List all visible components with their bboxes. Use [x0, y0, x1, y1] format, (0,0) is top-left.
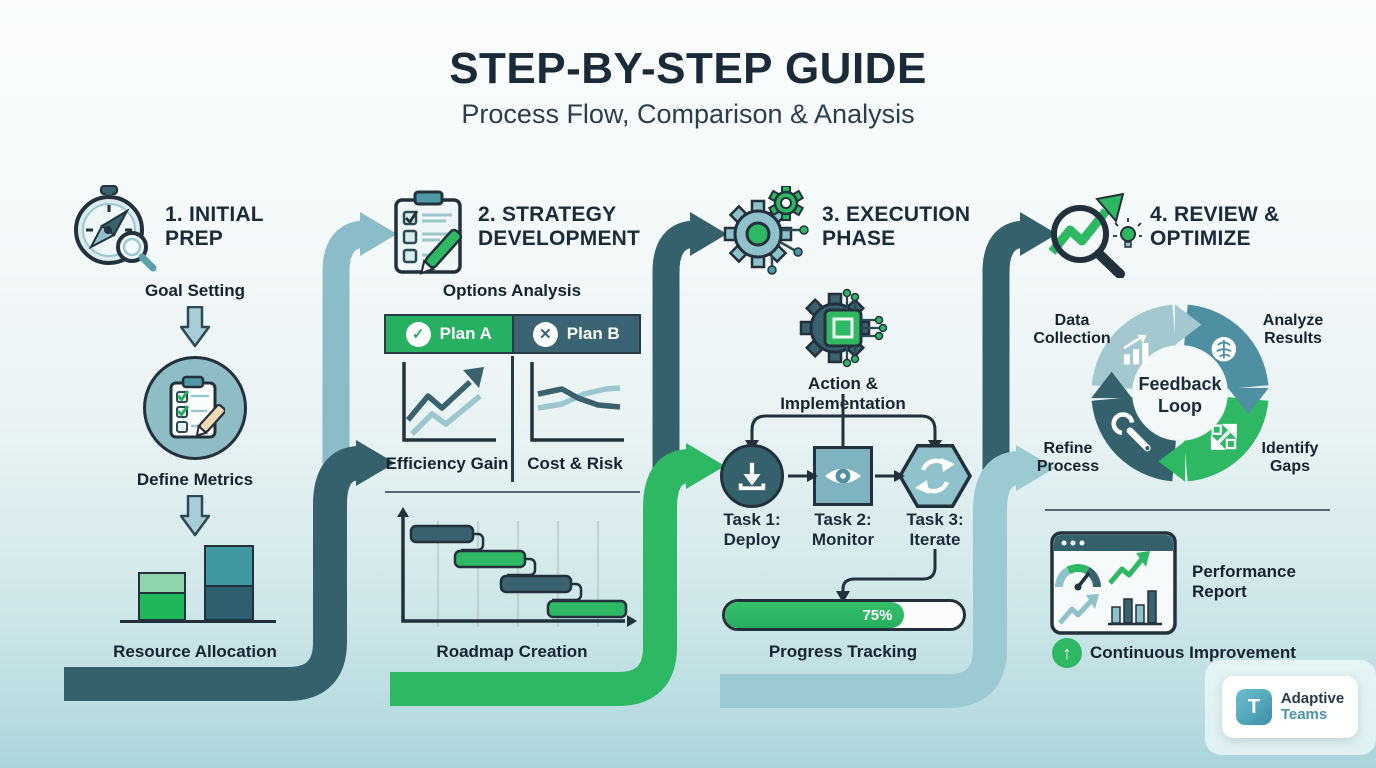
gear-chip-icon — [799, 288, 888, 368]
progress-bar: 75% — [722, 599, 966, 631]
compass-magnifier-icon — [74, 185, 157, 272]
plan-b-label: Plan B — [566, 324, 620, 343]
progress-fill: 75% — [725, 602, 904, 628]
mini-bar-chart-icon — [1123, 334, 1149, 365]
goal-setting-label: Goal Setting — [144, 281, 246, 300]
section-divider — [1045, 509, 1330, 511]
define-metrics-circle-icon — [143, 356, 247, 460]
gauge-icon — [1054, 563, 1102, 591]
download-icon — [738, 462, 766, 491]
arrow-down-icon — [180, 306, 210, 348]
define-metrics-label: Define Metrics — [136, 470, 254, 489]
deploy-task-node — [720, 444, 784, 508]
plan-b-cell: ✕ Plan B — [513, 316, 639, 352]
expand-arrows-icon — [1210, 423, 1237, 450]
check-circle-icon: ✓ — [405, 321, 431, 347]
logo-mark-icon: T — [1235, 689, 1272, 725]
clipboard-checklist-icon — [169, 375, 225, 439]
lightbulb-icon — [1113, 218, 1142, 248]
bar-baseline — [120, 620, 276, 623]
bar-left — [138, 572, 186, 620]
refresh-icon — [915, 458, 955, 494]
efficiency-gain-label: Efficiency Gain — [385, 454, 509, 473]
section-divider — [385, 491, 640, 493]
wrench-icon — [1111, 412, 1151, 452]
growth-arrow-icon — [1108, 551, 1150, 585]
roadmap-gantt-chart — [397, 507, 637, 627]
feedback-loop-diagram — [1091, 304, 1269, 482]
analyze-results-label: Analyze Results — [1262, 312, 1324, 348]
logo-card: T Adaptive Teams — [1222, 676, 1358, 738]
roadmap-creation-label: Roadmap Creation — [436, 642, 588, 661]
task3-label: Task 3:Iterate — [906, 510, 964, 550]
resource-allocation-chart — [112, 538, 282, 630]
step1-title: 1. INITIAL PREP — [165, 203, 264, 251]
task-arrow-icon — [875, 470, 905, 482]
page-title: STEP-BY-STEP GUIDE — [449, 44, 927, 93]
iterate-task-node — [897, 443, 973, 509]
logo-line2: Teams — [1280, 706, 1328, 723]
identify-gaps-label: Identify Gaps — [1261, 440, 1319, 476]
mini-bars-icon — [1108, 590, 1162, 626]
task1-label: Task 1:Deploy — [723, 510, 781, 550]
options-analysis-label: Options Analysis — [442, 281, 582, 300]
brain-icon — [1211, 336, 1237, 362]
data-collection-label: Data Collection — [1033, 312, 1111, 348]
step4-title: 4. REVIEW & OPTIMIZE — [1150, 203, 1280, 251]
task2-label: Task 2:Monitor — [811, 510, 875, 550]
magnifier-growth-bulb-icon — [1048, 192, 1142, 278]
cross-circle-icon: ✕ — [532, 321, 558, 347]
cost-risk-label: Cost & Risk — [527, 454, 623, 473]
logo-line1: Adaptive — [1280, 689, 1345, 707]
efficiency-gain-chart — [402, 362, 496, 442]
trend-arrow-icon — [1058, 594, 1099, 625]
performance-dashboard-icon — [1050, 531, 1177, 635]
checklist-pencil-icon — [394, 190, 463, 275]
up-arrow-circle-icon: ↑ — [1052, 638, 1082, 668]
continuous-improvement-label: Continuous Improvement — [1090, 643, 1296, 662]
elbow-connector — [836, 549, 937, 603]
resource-allocation-label: Resource Allocation — [113, 642, 277, 661]
gears-circuit-icon — [723, 186, 809, 275]
plan-a-label: Plan A — [439, 324, 492, 343]
arrow-down-icon — [180, 495, 210, 537]
performance-report-label: Performance Report — [1192, 562, 1296, 602]
page-subtitle: Process Flow, Comparison & Analysis — [461, 99, 915, 129]
monitor-task-node — [813, 446, 873, 506]
task-arrow-icon — [788, 470, 818, 482]
progress-value: 75% — [862, 606, 893, 624]
step2-title: 2. STRATEGY DEVELOPMENT — [478, 203, 641, 251]
refine-process-label: Refine Process — [1036, 440, 1100, 476]
plan-comparison-header: ✓ Plan A ✕ Plan B — [384, 314, 641, 354]
eye-icon — [825, 468, 861, 484]
cost-risk-chart — [530, 362, 624, 442]
progress-tracking-label: Progress Tracking — [768, 642, 918, 661]
chart-divider — [511, 356, 514, 482]
plan-a-cell: ✓ Plan A — [386, 316, 512, 352]
step3-title: 3. EXECUTION PHASE — [822, 203, 971, 251]
bar-right — [204, 545, 254, 620]
